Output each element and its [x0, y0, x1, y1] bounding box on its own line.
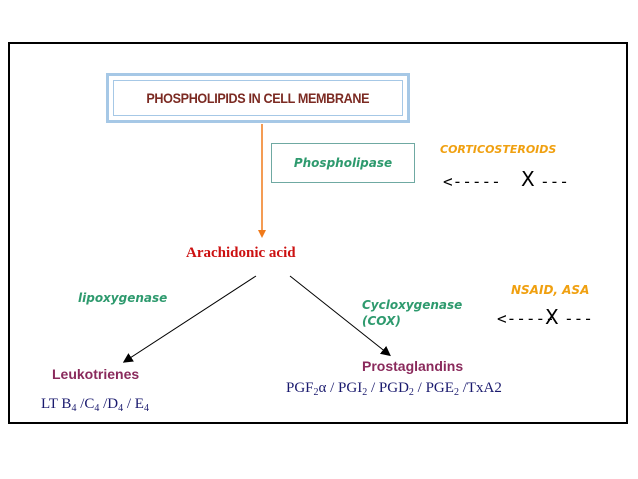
- leukotriene-sub-d: 4: [118, 403, 124, 414]
- pgi-text: α / PGI: [318, 380, 363, 396]
- diagram-frame: [8, 42, 628, 424]
- arachidonic-acid-label: Arachidonic acid: [186, 245, 296, 261]
- cox-label: (COX): [362, 314, 401, 328]
- pge-sub: 2: [453, 387, 459, 398]
- pge-text: / PGE: [413, 380, 454, 396]
- leukotriene-sep-d: /D: [99, 396, 119, 412]
- lipoxygenase-label: lipoxygenase: [78, 291, 168, 305]
- arrow-to-leukotrienes: [122, 275, 257, 363]
- cyclooxygenase-label: Cycloxygenase: [362, 298, 463, 312]
- pgf-text: PGF: [286, 380, 314, 396]
- title-inner-border: PHOSPHOLIPIDS IN CELL MEMBRANE: [113, 80, 403, 116]
- page-title: PHOSPHOLIPIDS IN CELL MEMBRANE: [146, 90, 370, 106]
- arrow-to-prostaglandins: [289, 275, 391, 357]
- leukotriene-sep-c: /C: [76, 396, 95, 412]
- txa2-text: /TxA2: [458, 380, 502, 396]
- leukotriene-prefix-subscript: 4: [71, 403, 77, 414]
- corticosteroids-arrow: <-----: [443, 172, 501, 191]
- corticosteroids-block-mark: X: [521, 167, 535, 191]
- leukotriene-sep-e: / E: [123, 396, 144, 412]
- corticosteroids-label: CORTICOSTEROIDS: [440, 143, 557, 156]
- leukotriene-sub-e: 4: [143, 403, 149, 414]
- phospholipase-label: Phospholipase: [293, 156, 393, 170]
- pgi-sub: 2: [362, 387, 368, 398]
- leukotriene-prefix: LT B: [41, 396, 72, 412]
- nsaid-block-mark: X: [545, 305, 559, 329]
- pgf-sub: 2: [313, 387, 319, 398]
- nsaid-arrow: <-----: [497, 309, 555, 328]
- pgd-text: / PGD: [367, 380, 409, 396]
- leukotriene-sub-c: 4: [94, 403, 100, 414]
- nsaid-asa-label: NSAID, ASA: [511, 283, 590, 297]
- nsaid-arrow-tail: ---: [564, 309, 593, 328]
- leukotriene-formula: LT B4 /C4 /D4 / E4: [41, 396, 149, 414]
- phospholipase-box: Phospholipase: [271, 143, 415, 183]
- prostaglandin-formula: PGF2α / PGI2 / PGD2 / PGE2 /TxA2: [286, 380, 502, 398]
- corticosteroids-arrow-tail: ---: [540, 172, 569, 191]
- leukotrienes-label: Leukotrienes: [52, 366, 140, 382]
- pgd-sub: 2: [408, 387, 414, 398]
- prostaglandins-label: Prostaglandins: [362, 358, 464, 374]
- phospholipids-title-box: PHOSPHOLIPIDS IN CELL MEMBRANE: [106, 73, 410, 123]
